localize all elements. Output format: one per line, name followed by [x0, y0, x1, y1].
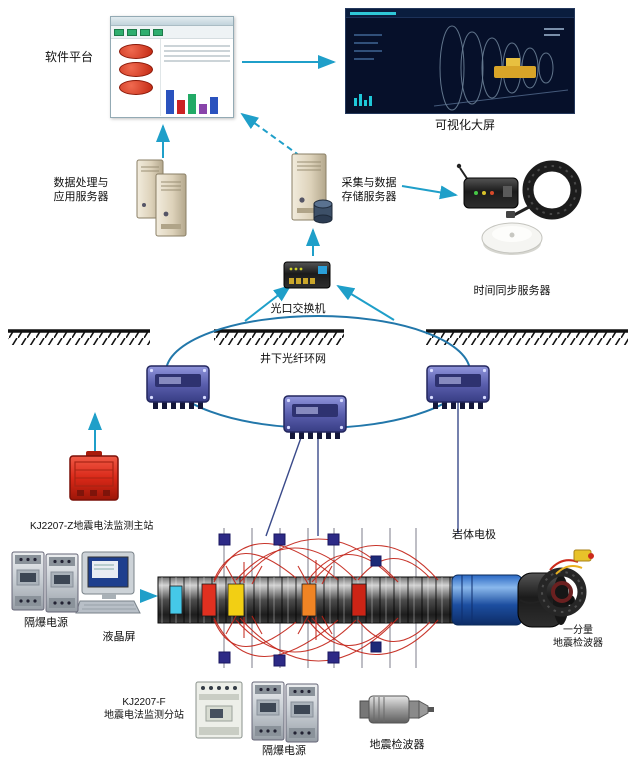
pie-chart-icon [118, 44, 153, 59]
cable-coil [506, 160, 582, 220]
power-box-left-1 [11, 551, 45, 611]
label-fiber-ring: 井下光纤环网 [260, 353, 326, 365]
flow-arrows [88, 55, 458, 603]
gps-antenna-disc [481, 222, 543, 255]
table-panel [161, 39, 233, 116]
storage-server-tower [291, 153, 333, 224]
label-main-station: KJ2207-Z地震电法监测主站 [30, 521, 154, 532]
label-visualization-screen: 可视化大屏 [434, 118, 495, 132]
label-power-left: 隔爆电源 [24, 617, 68, 629]
geophone-device [359, 695, 434, 724]
label-rock-electrode: 岩体电极 [452, 529, 496, 541]
visualization-screen [345, 8, 575, 114]
window-titlebar [111, 17, 233, 26]
label-lcd-screen: 液晶屏 [102, 631, 136, 643]
power-box-bottom-1 [251, 681, 285, 741]
label-storage-server: 采集与数据 存储服务器 [341, 177, 397, 204]
toolbar-chip [140, 28, 150, 36]
time-sync-devices [456, 160, 582, 255]
toolbar-chip [153, 28, 163, 36]
borehole-sonde [157, 572, 575, 628]
window-body [111, 39, 233, 116]
bar-chart-icon [166, 84, 218, 114]
field-lines [213, 538, 439, 662]
pie-chart-icon [118, 80, 153, 95]
label-geophone: 地震检波器 [369, 739, 425, 751]
window-toolbar [111, 26, 233, 39]
label-optical-switch: 光口交换机 [270, 303, 326, 315]
label-substation: KJ2207-F 地震电法监测分站 [104, 697, 184, 721]
label-one-component-geophone: 一分量 地震检波器 [553, 625, 603, 649]
pie-chart-icon [118, 62, 153, 77]
sync-receiver-box [456, 163, 519, 209]
software-platform-screenshot [110, 16, 234, 118]
screen-titlebar [346, 9, 574, 18]
pie-panel [111, 39, 161, 116]
database-cylinder-icon [313, 199, 333, 224]
label-power-bottom: 隔爆电源 [262, 745, 306, 757]
toolbar-chip [127, 28, 137, 36]
rock-electrode-markers [218, 533, 382, 667]
ring-substation-left [146, 365, 210, 409]
power-box-bottom-2 [285, 683, 319, 743]
optical-switch-device [283, 261, 331, 289]
sonde-electrodes [169, 583, 367, 617]
ring-substation-right [426, 365, 490, 409]
label-time-sync-server: 时间同步服务器 [473, 285, 551, 297]
ground-surface [8, 329, 628, 345]
app-server-towers [136, 159, 187, 237]
one-component-geophone-device [519, 549, 594, 617]
label-software-platform: 软件平台 [44, 50, 93, 64]
toolbar-chip [114, 28, 124, 36]
lcd-monitor [75, 551, 141, 614]
ring-substation-middle [283, 395, 347, 439]
substation-device [195, 681, 243, 739]
main-station-device [69, 451, 119, 501]
substation-cables [265, 402, 459, 537]
label-app-server: 数据处理与 应用服务器 [53, 177, 109, 204]
tunnel-render [354, 25, 569, 111]
power-box-left-2 [45, 553, 79, 613]
